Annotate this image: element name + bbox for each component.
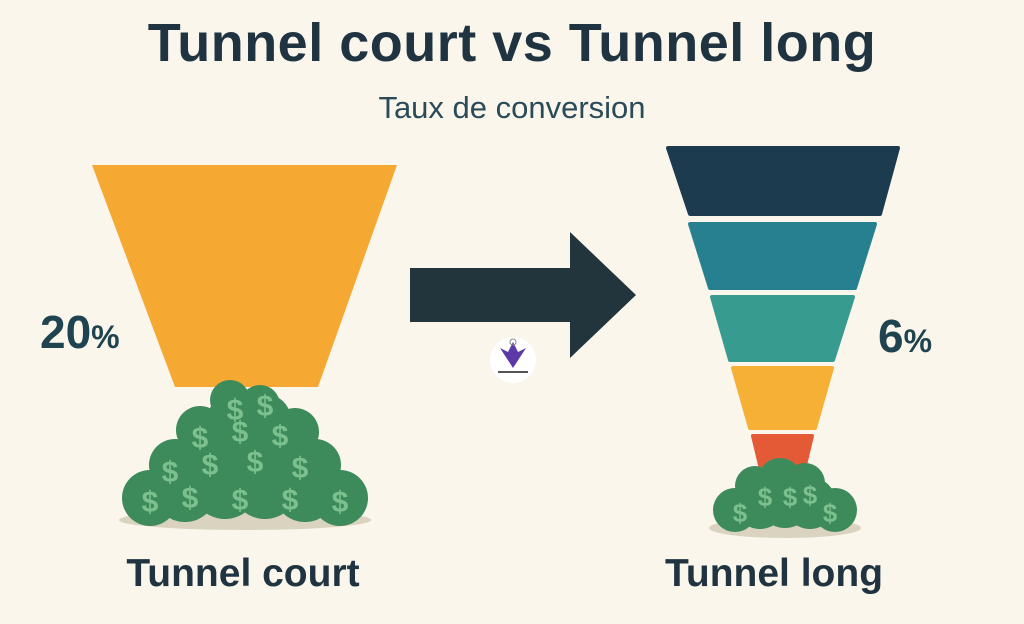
dollar-sign-icon: $ <box>232 484 249 517</box>
dollar-sign-icon: $ <box>227 394 244 427</box>
dollar-sign-icon: $ <box>758 482 773 512</box>
money-bag <box>785 463 825 503</box>
long-funnel <box>666 146 900 467</box>
funnel-tier-1 <box>666 146 900 216</box>
rate-symbol: % <box>903 323 933 359</box>
dollar-sign-icon: $ <box>783 482 798 512</box>
money-bag <box>210 380 250 420</box>
short-funnel-label: Tunnel court <box>126 552 360 595</box>
arrow-right-icon <box>410 232 636 358</box>
rate-number: 20 <box>40 306 92 358</box>
dollar-sign-icon: $ <box>257 390 274 423</box>
dollar-sign-icon: $ <box>192 422 209 455</box>
rate-symbol: % <box>91 319 120 355</box>
rate-number: 6 <box>878 310 904 362</box>
dollar-sign-icon: $ <box>292 452 309 485</box>
dollar-sign-icon: $ <box>733 498 748 528</box>
dollar-sign-icon: $ <box>282 484 299 517</box>
brand-logo <box>490 337 536 383</box>
dollar-sign-icon: $ <box>272 420 289 453</box>
money-pile-right: $$$$$ <box>709 458 861 538</box>
money-bag <box>813 488 857 532</box>
short-funnel-rate: 20% <box>40 305 120 359</box>
money-bag <box>240 385 280 425</box>
long-funnel-label: Tunnel long <box>664 552 884 595</box>
dollar-sign-icon: $ <box>803 480 818 510</box>
money-bag <box>271 408 319 456</box>
long-funnel-rate: 6% <box>878 309 932 363</box>
page-title: Tunnel court vs Tunnel long <box>147 13 877 73</box>
funnel-tier-3 <box>710 295 855 362</box>
dollar-sign-icon: $ <box>182 482 199 515</box>
short-funnel-shape <box>92 165 397 387</box>
money-pile-left: $$$$$$$$$$$$$$ <box>119 380 371 530</box>
funnel-tier-4 <box>731 366 834 430</box>
dollar-sign-icon: $ <box>202 449 219 482</box>
dollar-sign-icon: $ <box>247 446 264 479</box>
page-subtitle: Taux de conversion <box>378 90 646 125</box>
dollar-sign-icon: $ <box>142 486 159 519</box>
dollar-sign-icon: $ <box>162 456 179 489</box>
dollar-sign-icon: $ <box>823 498 838 528</box>
dollar-sign-icon: $ <box>232 416 249 449</box>
funnel-tier-2 <box>688 222 877 290</box>
dollar-sign-icon: $ <box>332 486 349 519</box>
